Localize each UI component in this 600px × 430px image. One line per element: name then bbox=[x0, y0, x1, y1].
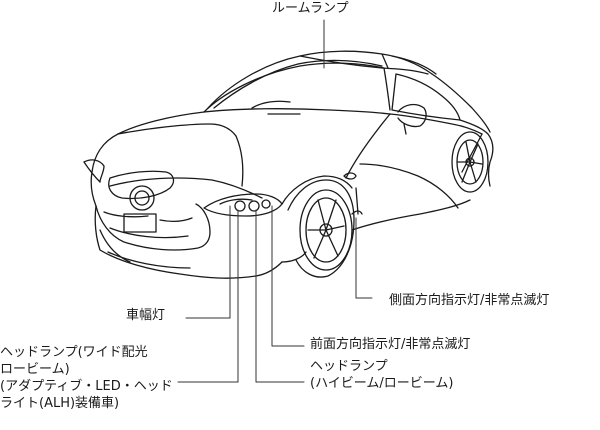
label-position-lamp: 車幅灯 bbox=[126, 308, 166, 323]
label-headlamp-hi-lo-line2: (ハイビーム/ロービーム) bbox=[310, 376, 454, 391]
label-headlamp-wide-line4: ライト(ALH)装備車) bbox=[0, 396, 120, 411]
windshield bbox=[203, 62, 391, 115]
body bbox=[90, 111, 483, 279]
label-headlamp-wide-line3: (アダプティブ・LED・ヘッド bbox=[0, 379, 173, 394]
label-side-turn-signal: 側面方向指示灯/非常点滅灯 bbox=[389, 293, 550, 308]
label-front-turn-signal: 前面方向指示灯/非常点滅灯 bbox=[310, 337, 471, 352]
label-headlamp-hi-lo: ヘッドランプ (ハイビーム/ロービーム) bbox=[310, 358, 453, 392]
label-headlamp-hi-lo-line1: ヘッドランプ bbox=[310, 359, 388, 374]
rear-body bbox=[281, 119, 494, 263]
leader-lines bbox=[177, 19, 373, 383]
front-fascia bbox=[95, 170, 211, 269]
side-window bbox=[391, 73, 461, 135]
label-room-lamp: ルームランプ bbox=[272, 1, 349, 16]
headlamp bbox=[83, 159, 283, 217]
label-headlamp-wide-low-beam: ヘッドランプ(ワイド配光 ロービーム) (アダプティブ・LED・ヘッド ライト(… bbox=[0, 344, 173, 412]
label-headlamp-wide-line2: ロービーム) bbox=[0, 362, 70, 377]
front-wheel bbox=[281, 175, 355, 278]
rear-wheel bbox=[451, 131, 489, 193]
side-marker bbox=[343, 172, 363, 215]
label-headlamp-wide-line1: ヘッドランプ(ワイド配光 bbox=[0, 345, 148, 360]
